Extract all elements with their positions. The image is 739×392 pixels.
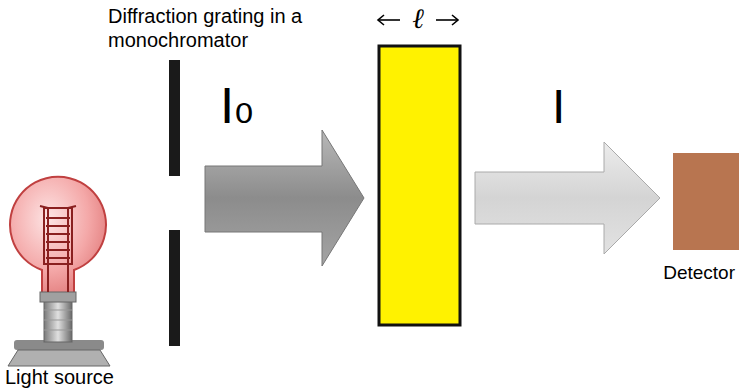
sample-cell [379, 46, 460, 325]
transmitted-intensity: I [552, 78, 612, 136]
path-length-symbol: ℓ [402, 2, 434, 36]
incident-intensity: I₀ [220, 78, 330, 136]
detector-label: Detector [645, 262, 735, 285]
lamp-illustration [8, 177, 110, 366]
grating-label: Diffraction grating in a monochromator [108, 4, 323, 52]
slit-bar [169, 60, 180, 176]
incident-beam-arrow [205, 130, 364, 266]
detector-block [673, 153, 739, 250]
transmitted-beam-arrow [475, 142, 660, 254]
slit-bar [169, 230, 180, 346]
lamp-label: Light source [5, 365, 145, 389]
